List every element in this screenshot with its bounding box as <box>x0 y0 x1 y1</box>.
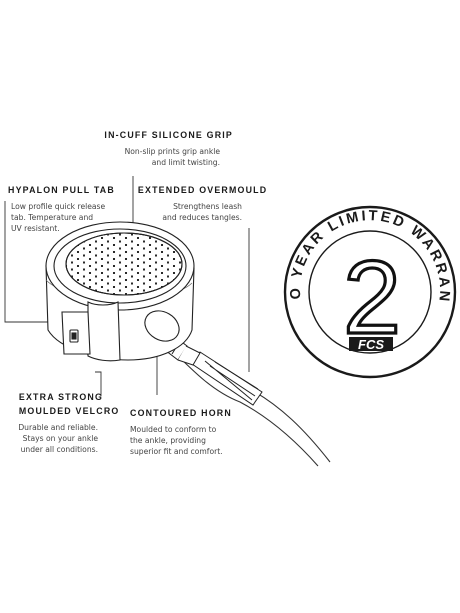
hypalon-leader-line <box>4 201 68 323</box>
horn-desc: Moulded to conform to the ankle, providi… <box>130 425 223 456</box>
fcs-logo <box>349 337 393 351</box>
hypalon-callout: HYPALON PULL TAB Low profile quick relea… <box>8 185 138 234</box>
velcro-callout: EXTRA STRONG MOULDED VELCRO Durable and … <box>12 392 120 455</box>
velcro-desc: Durable and reliable. Stays on your ankl… <box>18 423 98 454</box>
horn-title: CONTOURED HORN <box>130 408 232 419</box>
overmould-callout: EXTENDED OVERMOULD Strengthens leash and… <box>128 185 268 223</box>
overmould-desc: Strengthens leash and reduces tangles. <box>162 202 242 222</box>
hypalon-title: HYPALON PULL TAB <box>8 185 115 196</box>
in-cuff-callout: IN-CUFF SILICONE GRIP Non-slip prints gr… <box>38 130 233 168</box>
velcro-title-line-2: MOULDED VELCRO <box>18 406 120 417</box>
hypalon-desc: Low profile quick release tab. Temperatu… <box>11 202 106 233</box>
fcs-logo-text: FCS <box>358 337 384 352</box>
velcro-leader-line <box>95 371 102 396</box>
horn-callout: CONTOURED HORN Moulded to conform to the… <box>130 408 270 457</box>
overmould-title: EXTENDED OVERMOULD <box>137 185 268 196</box>
in-cuff-desc: Non-slip prints grip ankle and limit twi… <box>124 147 220 167</box>
in-cuff-title: IN-CUFF SILICONE GRIP <box>104 130 233 141</box>
velcro-title-line-1: EXTRA STRONG <box>18 392 104 403</box>
ankle-cuff <box>45 221 195 362</box>
